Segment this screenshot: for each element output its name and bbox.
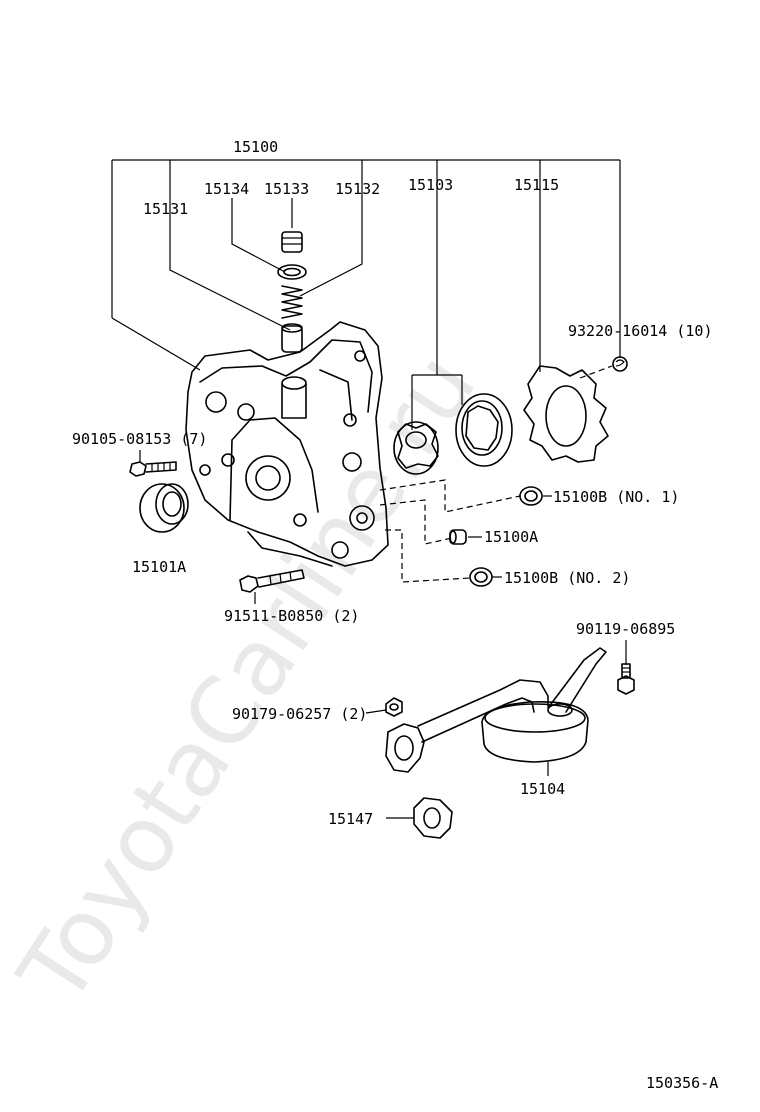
bolt-90119 xyxy=(617,663,635,695)
label-15100A: 15100A xyxy=(484,528,538,546)
drive-rotor xyxy=(393,421,439,475)
pump-cover xyxy=(523,365,609,463)
oil-seal xyxy=(139,483,189,533)
label-15100B-no1: 15100B (NO. 1) xyxy=(553,488,679,506)
relief-valve xyxy=(281,323,303,353)
pin-15100A xyxy=(449,529,467,545)
label-15134: 15134 xyxy=(204,180,249,198)
label-15133: 15133 xyxy=(264,180,309,198)
leader-lines xyxy=(111,159,627,819)
label-91511-B0850: 91511-B0850 (2) xyxy=(224,607,359,625)
relief-valve-plug xyxy=(281,231,303,253)
label-90179-06257: 90179-06257 (2) xyxy=(232,705,367,723)
oil-strainer xyxy=(385,647,607,773)
label-90119-06895: 90119-06895 xyxy=(576,620,675,638)
diagram-id: 150356-A xyxy=(646,1074,718,1092)
label-15100B-no2: 15100B (NO. 2) xyxy=(504,569,630,587)
label-15147: 15147 xyxy=(328,810,373,828)
o-ring-no2 xyxy=(469,567,493,587)
bolt-91511 xyxy=(239,569,305,593)
label-90105-08153: 90105-08153 (7) xyxy=(72,430,207,448)
cover-screw xyxy=(612,356,628,372)
label-15101A: 15101A xyxy=(132,558,186,576)
nut-90179 xyxy=(385,697,403,717)
label-15104: 15104 xyxy=(520,780,565,798)
relief-valve-spring xyxy=(281,285,303,319)
callout-labels: 15100 15134 15133 15132 15131 15103 1511… xyxy=(72,138,718,1092)
label-15115: 15115 xyxy=(514,176,559,194)
relief-valve-gasket xyxy=(277,264,307,280)
label-93220-16014: 93220-16014 (10) xyxy=(568,322,713,340)
o-ring-no1 xyxy=(519,486,543,506)
driven-rotor xyxy=(455,393,513,467)
bolt-90105 xyxy=(129,461,177,477)
label-15132: 15132 xyxy=(335,180,380,198)
label-15103: 15103 xyxy=(408,176,453,194)
label-15100: 15100 xyxy=(233,138,278,156)
strainer-gasket xyxy=(413,797,453,839)
label-15131: 15131 xyxy=(143,200,188,218)
